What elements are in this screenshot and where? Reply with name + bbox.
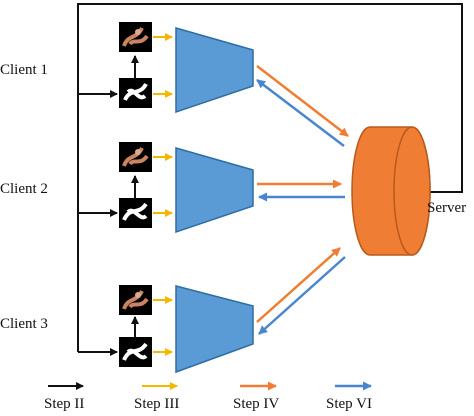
client-1-segmentation-image — [119, 78, 152, 108]
legend-step-iii-label: Step III — [134, 396, 180, 412]
client-2-photo-image — [119, 142, 152, 172]
legend-step-iv-label: Step IV — [233, 396, 280, 412]
client-2-model — [175, 147, 254, 234]
client-3-segmentation-image — [119, 337, 152, 367]
client-2-label: Client 2 — [0, 181, 48, 197]
client-1-upload-arrow — [256, 65, 349, 137]
client-3-label: Client 3 — [0, 316, 48, 332]
client-3-model — [175, 285, 254, 374]
client-3-photo-image — [119, 285, 152, 315]
legend-step-vi-label: Step VI — [326, 396, 372, 412]
client-2-group — [78, 142, 254, 234]
client-3-download-arrow — [258, 256, 346, 335]
client-1-download-arrow — [256, 79, 345, 147]
client-2-segmentation-image — [119, 198, 152, 228]
client-3-group — [78, 285, 254, 374]
server-label: Server — [427, 200, 467, 216]
server-cylinder — [351, 126, 431, 256]
client-1-model — [175, 27, 254, 114]
legend-step-ii-label: Step II — [44, 396, 85, 412]
client-1-label: Client 1 — [0, 62, 48, 78]
client-3-upload-arrow — [256, 247, 341, 323]
client-1-photo-image — [119, 22, 152, 52]
server-return-line — [77, 3, 463, 352]
client-1-group — [78, 22, 254, 114]
